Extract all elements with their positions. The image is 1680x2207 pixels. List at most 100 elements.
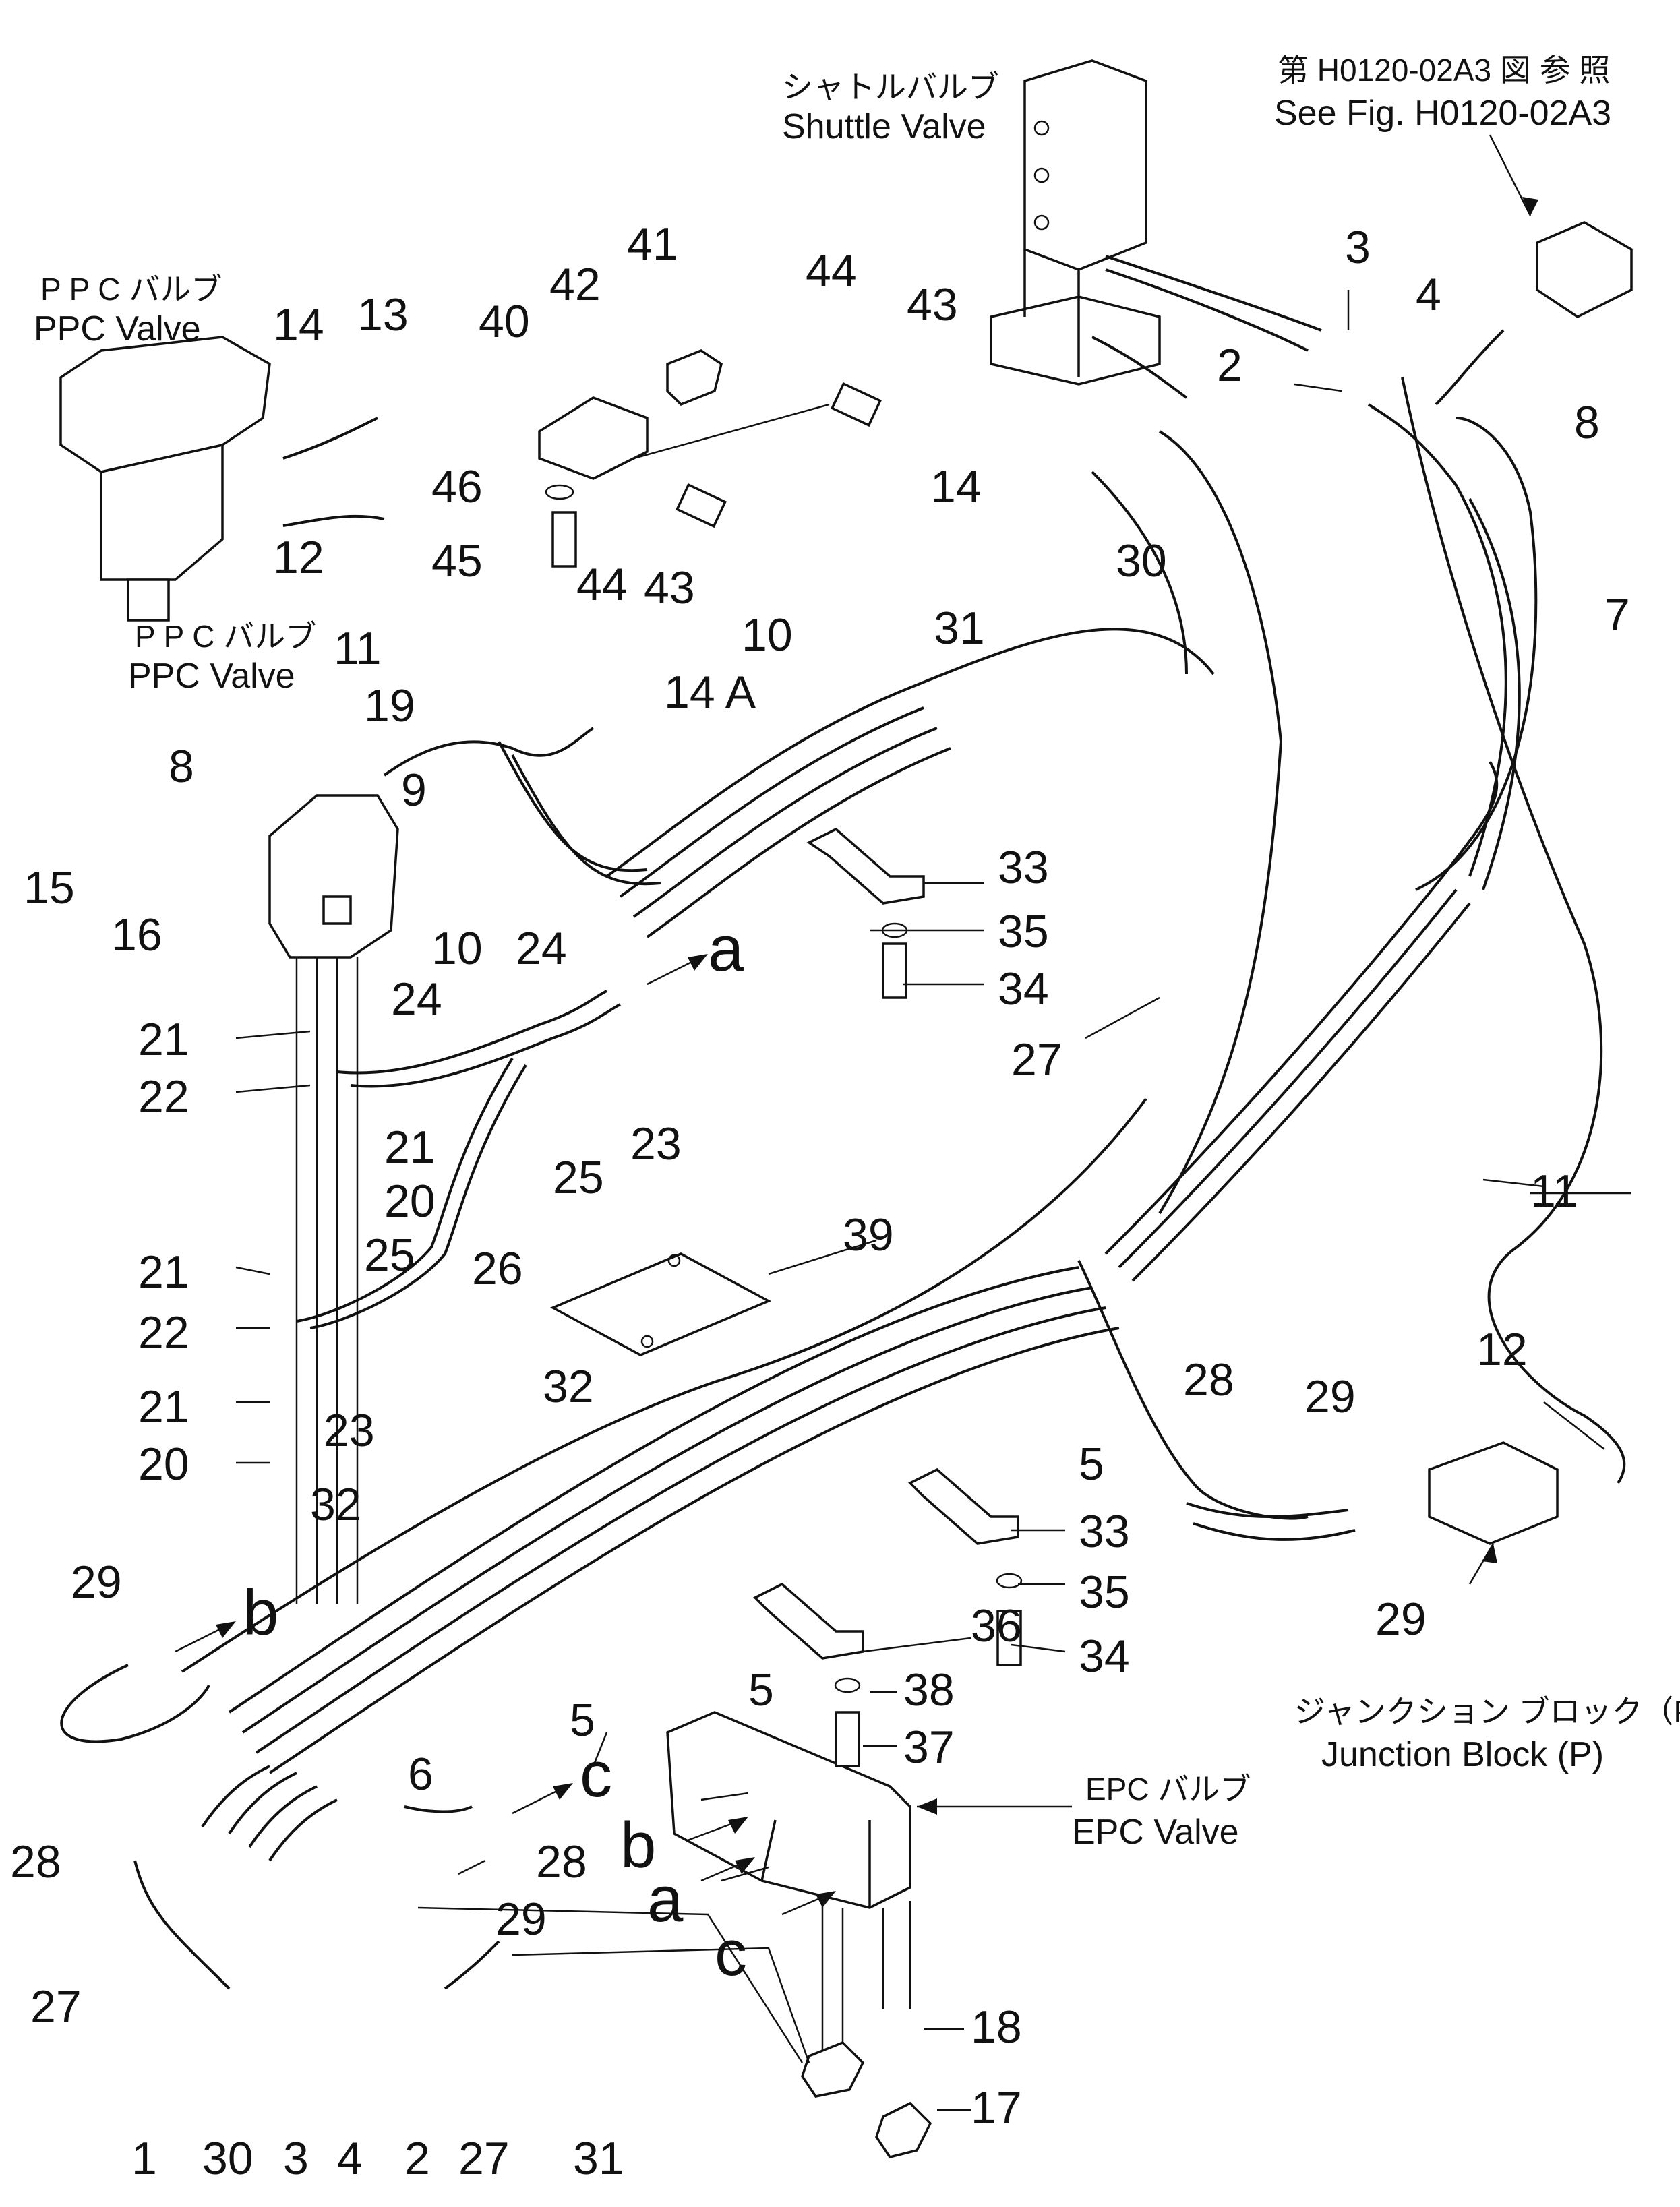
callout-number: 26 xyxy=(472,1243,523,1294)
callout-number: 29 xyxy=(1304,1371,1356,1422)
callout-number: 22 xyxy=(138,1071,189,1122)
callout-number: 30 xyxy=(202,2133,253,2184)
callout-number: 14 xyxy=(930,461,982,512)
callout-number: 3 xyxy=(283,2133,309,2184)
callout-number: 15 xyxy=(24,862,75,913)
main-hose-harness xyxy=(181,403,1538,1774)
callout-number: 8 xyxy=(1574,397,1600,448)
reference-label-en: See Fig. H0120-02A3 xyxy=(1274,94,1611,133)
callout-number: 12 xyxy=(1476,1324,1528,1375)
callout-numbers: 41 42 40 44 43 3 4 2 8 14 13 46 45 44 43… xyxy=(10,218,1630,2184)
letter-arrows xyxy=(175,954,836,1916)
ppc-valve-middle-label-jp: P P C バルブ xyxy=(135,619,316,654)
callout-number: 19 xyxy=(364,680,415,731)
shuttle-valve-label-en: Shuttle Valve xyxy=(782,107,986,146)
callout-number: 10 xyxy=(742,609,793,661)
shuttle-valve-label-jp: シャトルバルブ xyxy=(782,69,999,104)
callout-number: 14 A xyxy=(664,667,756,718)
callout-number: 35 xyxy=(998,906,1049,957)
callout-number: 1 xyxy=(131,2133,157,2184)
ppc-valve-upper-label-jp: P P C バルブ xyxy=(40,272,222,307)
callout-number: 5 xyxy=(570,1695,595,1746)
callout-number: 21 xyxy=(384,1122,436,1173)
port-letters: a b c b a c xyxy=(243,913,747,1989)
callout-number: 25 xyxy=(553,1152,604,1203)
port-letter-b-left: b xyxy=(243,1577,278,1649)
callout-number: 23 xyxy=(630,1118,682,1170)
callout-number: 6 xyxy=(408,1749,433,1800)
junction-block-label-jp: ジャンクション ブロック（P） xyxy=(1294,1694,1680,1729)
callout-number: 10 xyxy=(431,923,483,974)
callout-number: 44 xyxy=(576,559,628,610)
callout-number: 5 xyxy=(1079,1439,1104,1490)
callout-number: 42 xyxy=(549,259,601,310)
left-harness-24-25 xyxy=(296,727,661,1329)
callout-number: 8 xyxy=(169,741,194,792)
callout-number: 40 xyxy=(479,296,530,347)
leader-lines xyxy=(235,290,1631,2111)
callout-number: 5 xyxy=(748,1664,774,1716)
ppc-valve-upper-label-en: PPC Valve xyxy=(34,309,201,349)
callout-number: 27 xyxy=(458,2133,510,2184)
callout-number: 37 xyxy=(903,1722,955,1773)
callout-number: 21 xyxy=(138,1381,189,1432)
callout-number: 9 xyxy=(401,764,427,816)
callout-number: 34 xyxy=(998,963,1049,1015)
epc-valve-drawing xyxy=(666,1711,1072,2158)
callout-number: 46 xyxy=(431,461,483,512)
callout-number: 43 xyxy=(644,562,695,613)
callout-number: 38 xyxy=(903,1664,955,1716)
callout-number: 43 xyxy=(907,279,958,330)
callout-number: 17 xyxy=(971,2082,1022,2134)
callout-number: 31 xyxy=(934,603,985,654)
callout-number: 28 xyxy=(1183,1354,1234,1405)
callout-number: 28 xyxy=(10,1836,61,1887)
port-letter-c-epc: c xyxy=(715,1917,747,1989)
junction-block-label-en: Junction Block (P) xyxy=(1321,1735,1604,1774)
callout-number: 21 xyxy=(138,1246,189,1298)
epc-valve-label-en: EPC Valve xyxy=(1072,1813,1239,1852)
callout-number: 24 xyxy=(391,973,442,1025)
port-letter-b-epc: b xyxy=(620,1809,656,1881)
lower-fittings-cluster xyxy=(133,1765,810,2063)
callout-number: 35 xyxy=(1079,1567,1130,1618)
callout-number: 23 xyxy=(324,1405,375,1456)
callout-number: 3 xyxy=(1345,222,1371,273)
epc-valve-label-jp: EPC バルブ xyxy=(1085,1772,1251,1807)
hose-28-loop xyxy=(60,1664,473,1813)
bracket-drawings xyxy=(605,628,1215,1767)
port-letter-c-mid: c xyxy=(580,1739,612,1811)
callout-number: 29 xyxy=(496,1894,547,1945)
callout-number: 29 xyxy=(1375,1594,1427,1645)
ppc-valve-upper-drawing xyxy=(59,336,385,622)
ppc-valve-middle-drawing xyxy=(268,794,399,1604)
callout-number: 21 xyxy=(138,1014,189,1065)
callout-number: 31 xyxy=(573,2133,624,2184)
callout-number: 14 xyxy=(273,299,324,351)
reference-block-drawing xyxy=(1435,134,1633,406)
callout-number: 25 xyxy=(364,1230,415,1281)
callout-number: 34 xyxy=(1079,1631,1130,1682)
callout-number: 33 xyxy=(998,842,1049,893)
callout-number: 24 xyxy=(516,923,567,974)
reference-label-jp: 第 H0120-02A3 図 参 照 xyxy=(1278,53,1610,88)
port-letter-a-top: a xyxy=(708,913,744,985)
callout-number: 27 xyxy=(30,1981,82,2032)
callout-number: 18 xyxy=(971,2001,1022,2053)
junction-block-drawing xyxy=(1077,1260,1559,1585)
callout-number: 32 xyxy=(310,1479,361,1530)
callout-number: 13 xyxy=(357,289,409,340)
line-art xyxy=(59,59,1633,2158)
ppc-valve-middle-label-en: PPC Valve xyxy=(128,657,295,696)
shuttle-valve-drawing xyxy=(990,59,1322,399)
callout-number: 4 xyxy=(337,2133,363,2184)
valve-block-40-drawing xyxy=(538,349,882,568)
callout-number: 30 xyxy=(1116,535,1167,586)
callout-number: 2 xyxy=(404,2133,430,2184)
callout-number: 20 xyxy=(384,1176,436,1227)
callout-number: 20 xyxy=(138,1439,189,1490)
plate-39-drawing xyxy=(549,1239,877,1356)
callout-number: 44 xyxy=(806,245,857,297)
